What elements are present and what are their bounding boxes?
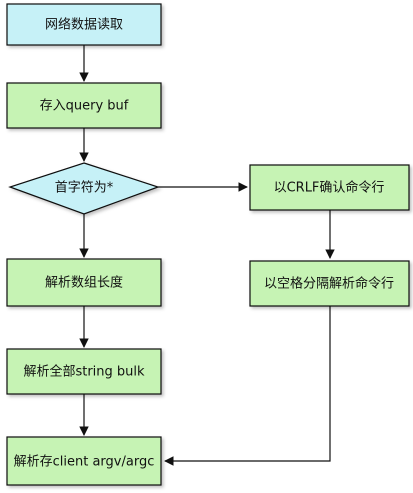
node-parse-all-bulk-label: 解析全部string bulk: [23, 364, 145, 380]
node-parse-array-length-label: 解析数组长度: [45, 275, 123, 291]
node-store-query-buf-label: 存入query buf: [40, 99, 129, 114]
arrow-space-split-to-argv: [164, 306, 331, 466]
node-store-query-buf: 存入query buf: [6, 82, 162, 129]
node-parse-client-argv-box: [6, 436, 162, 486]
node-decision-diamond: [8, 162, 160, 215]
node-parse-client-argv: 解析存client argv/argc: [6, 436, 162, 486]
node-parse-array-length: 解析数组长度: [6, 258, 162, 307]
node-parse-all-bulk: 解析全部string bulk: [6, 348, 162, 395]
node-network-read-label: 网络数据读取: [45, 17, 123, 33]
node-decision-label: 首字符为*: [55, 180, 114, 196]
node-network-read-box: [6, 3, 162, 46]
node-parse-client-argv-label: 解析存client argv/argc: [14, 455, 155, 470]
node-crlf-confirm-box: [249, 164, 410, 211]
node-decision-first-char: 首字符为*: [8, 162, 160, 215]
node-parse-all-bulk-box: [6, 348, 162, 395]
connectors: [79, 45, 335, 466]
node-network-read: 网络数据读取: [6, 3, 162, 46]
node-store-query-buf-box: [6, 82, 162, 129]
node-space-split: 以空格分隔解析命令行: [249, 260, 410, 307]
node-space-split-label: 以空格分隔解析命令行: [264, 276, 394, 292]
node-space-split-box: [249, 260, 410, 307]
node-parse-array-length-box: [6, 258, 162, 307]
node-crlf-confirm: 以CRLF确认命令行: [249, 164, 410, 211]
node-crlf-confirm-label: 以CRLF确认命令行: [274, 180, 385, 196]
